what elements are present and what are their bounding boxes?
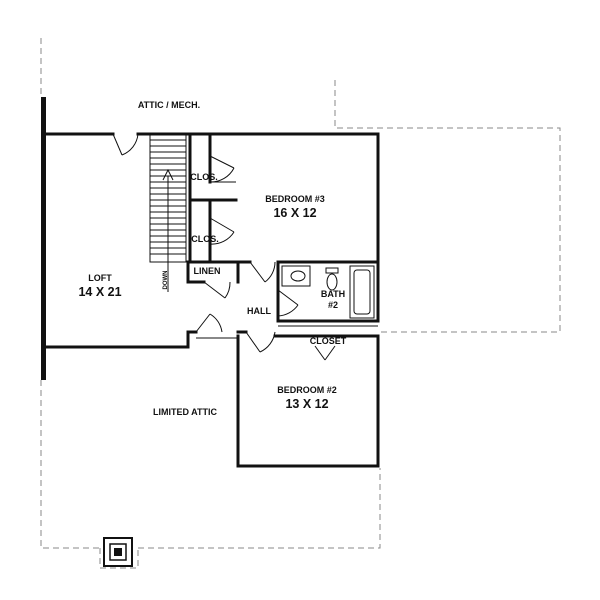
label-closet-upper: CLOS. <box>190 172 218 182</box>
toilet <box>326 273 338 291</box>
bathtub <box>349 265 375 319</box>
label-limited-attic: LIMITED ATTIC <box>153 407 217 417</box>
chimney <box>103 537 133 567</box>
label-closet-lower: CLOS. <box>191 234 219 244</box>
sink <box>290 270 306 282</box>
label-bedroom-2-size: 13 X 12 <box>285 397 328 411</box>
vanity <box>281 265 311 287</box>
windows <box>283 134 370 466</box>
label-bath: BATH <box>321 289 345 299</box>
left-exterior-wall <box>41 97 46 380</box>
label-bath-number: #2 <box>328 300 338 310</box>
bath-fixtures <box>281 265 375 319</box>
label-stair-down: DOWN <box>163 271 169 290</box>
doors <box>112 133 336 361</box>
attic-dashed-outline <box>40 38 561 569</box>
label-loft-size: 14 X 21 <box>78 285 121 299</box>
label-hall: HALL <box>247 306 271 316</box>
label-attic-mech: ATTIC / MECH. <box>138 100 200 110</box>
stairs <box>149 133 187 292</box>
label-bedroom-3: BEDROOM #3 <box>265 194 325 204</box>
label-loft: LOFT <box>88 273 112 283</box>
toilet-tank <box>325 267 339 274</box>
label-bedroom-3-size: 16 X 12 <box>273 206 316 220</box>
label-closet: CLOSET <box>310 336 347 346</box>
label-linen: LINEN <box>194 266 221 276</box>
label-bedroom-2: BEDROOM #2 <box>277 385 337 395</box>
